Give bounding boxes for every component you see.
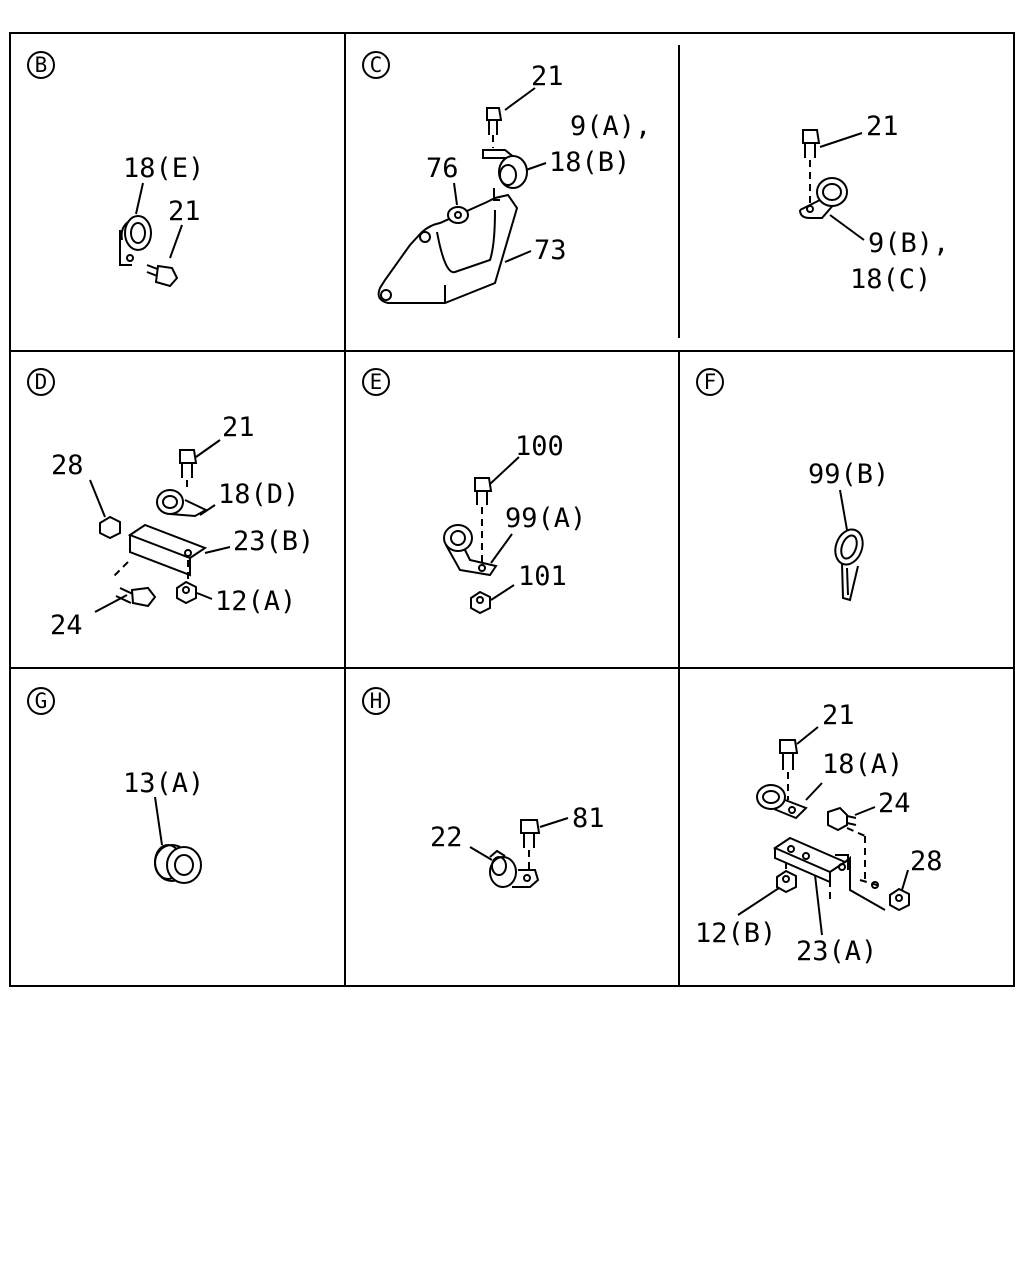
callout-9b: 9(B),	[868, 228, 949, 259]
panel-e: E 100 99(A) 101	[362, 368, 586, 615]
nut-12b-icon	[776, 869, 797, 894]
panel-letter-g: G	[27, 687, 55, 715]
panel-letter-f: F	[696, 368, 724, 396]
svg-text:B: B	[35, 53, 48, 77]
panel-b: B 18(E) 21	[27, 51, 204, 288]
band-clip-99b-icon	[834, 528, 864, 602]
callout-23b: 23(B)	[233, 526, 314, 557]
nut-28-icon	[871, 881, 910, 912]
callout-28: 28	[910, 846, 943, 877]
grommet-13a-icon	[154, 844, 202, 884]
callout-21: 21	[168, 196, 201, 227]
svg-text:E: E	[370, 370, 383, 394]
callout-28: 28	[51, 450, 84, 481]
panel-c-variant: 21 9(B), 18(C)	[799, 111, 949, 295]
callout-21: 21	[531, 61, 564, 92]
callout-81: 81	[572, 803, 605, 834]
bracket-73-icon	[377, 193, 519, 304]
clamp-18c-icon	[799, 177, 848, 219]
callout-18d: 18(D)	[218, 479, 299, 510]
callout-9a: 9(A),	[570, 111, 651, 142]
bracket-23a-icon	[772, 827, 886, 911]
panel-f: F 99(B)	[696, 368, 889, 602]
panel-grid	[9, 32, 1015, 987]
clamp-99a-icon	[443, 524, 498, 577]
callout-73: 73	[534, 235, 567, 266]
callout-18c: 18(C)	[850, 264, 931, 295]
bolt-21-icon	[146, 264, 179, 288]
callout-12b: 12(B)	[695, 918, 776, 949]
svg-text:C: C	[370, 53, 383, 77]
callout-99a: 99(A)	[505, 503, 586, 534]
callout-24: 24	[878, 788, 911, 819]
panel-i: 21 18(A) 24 28 12(B) 23(A)	[695, 700, 943, 967]
bolt-81-icon	[520, 819, 541, 870]
bolt-100-icon	[474, 477, 493, 565]
panel-h: H 81 22	[362, 687, 605, 888]
callout-12a: 12(A)	[215, 586, 296, 617]
callout-21: 21	[822, 700, 855, 731]
callout-18e: 18(E)	[123, 153, 204, 184]
panel-g: G 13(A)	[27, 687, 204, 884]
callout-22: 22	[430, 822, 463, 853]
nut-76-icon	[447, 206, 469, 224]
nut-101-icon	[470, 590, 491, 615]
callout-101: 101	[518, 561, 567, 592]
panel-d: D	[27, 368, 314, 641]
bolt-24-icon	[115, 586, 157, 608]
svg-text:F: F	[704, 370, 717, 394]
callout-24: 24	[50, 610, 83, 641]
panel-letter-d: D	[27, 368, 55, 396]
panel-c: C 21 9(A), 18(B) 76	[362, 51, 651, 304]
nut-12a-icon	[176, 580, 197, 605]
callout-76: 76	[426, 153, 459, 184]
bolt-21-icon	[486, 107, 503, 148]
bolt-21-icon	[802, 129, 821, 205]
bolt-24-icon	[827, 806, 857, 832]
panel-letter-h: H	[362, 687, 390, 715]
bracket-23b-icon	[111, 523, 208, 580]
svg-text:G: G	[35, 689, 48, 713]
clamp-18a-icon	[756, 784, 808, 820]
bolt-21-icon	[179, 449, 198, 490]
callout-100: 100	[515, 431, 564, 462]
panel-letter-b: B	[27, 51, 55, 79]
bolt-21-icon	[779, 739, 799, 800]
clip-22-icon	[489, 849, 540, 888]
panel-letter-e: E	[362, 368, 390, 396]
clip-18e-icon	[119, 215, 152, 266]
callout-13a: 13(A)	[123, 768, 204, 799]
callout-21: 21	[222, 412, 255, 443]
callout-21: 21	[866, 111, 899, 142]
svg-text:H: H	[370, 689, 383, 713]
clamp-18b-icon	[482, 149, 528, 201]
panel-letter-c: C	[362, 51, 390, 79]
callout-18b: 18(B)	[549, 147, 630, 178]
svg-text:D: D	[35, 370, 48, 394]
callout-18a: 18(A)	[822, 749, 903, 780]
nut-28-icon	[99, 515, 121, 540]
clamp-18d-icon	[156, 489, 209, 518]
callout-23a: 23(A)	[796, 936, 877, 967]
callout-99b: 99(B)	[808, 459, 889, 490]
